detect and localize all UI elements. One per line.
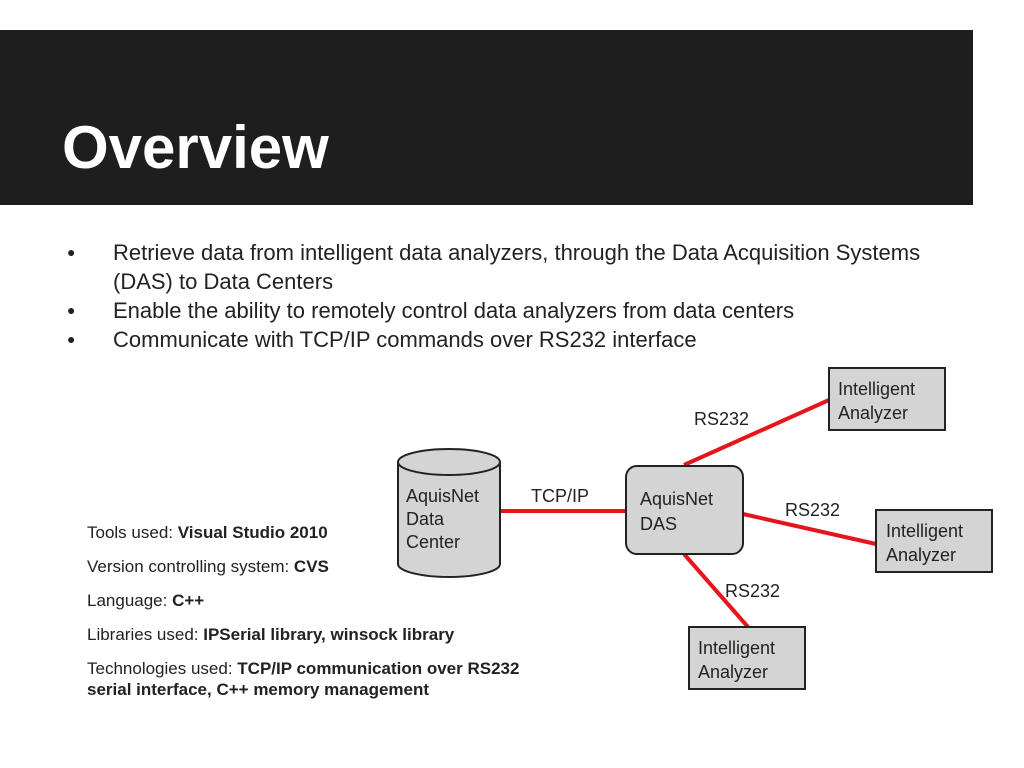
analyzer-top-label-1: Intelligent [838,379,915,399]
link-rs232-top [683,398,830,467]
analyzer-bottom-label-2: Analyzer [698,662,768,682]
data-center-label-2: Data [406,509,445,529]
cylinder-top [397,448,501,476]
analyzer-bottom-box [688,626,806,690]
version-control-label: Version controlling system: [87,557,294,576]
link-rs232-right [742,512,877,546]
data-center-label-1: AquisNet [406,486,479,506]
page-title: Overview [62,114,329,181]
link-label-rs232-top: RS232 [694,409,749,429]
version-control-line: Version controlling system: CVS [87,556,547,577]
analyzer-right-label-2: Analyzer [886,545,956,565]
analyzer-right-node: Intelligent Analyzer [875,509,993,573]
tools-value: Visual Studio 2010 [177,523,328,542]
analyzer-top-node: Intelligent Analyzer [828,367,946,431]
libraries-value: IPSerial library, winsock library [203,625,455,644]
bullet-text: Enable the ability to remotely control d… [113,298,795,323]
language-label: Language: [87,591,173,610]
data-center-label-3: Center [406,532,460,552]
bullet-item: ● Communicate with TCP/IP commands over R… [55,325,955,354]
analyzer-top-label-2: Analyzer [838,403,908,423]
technologies-label: Technologies used: [87,659,238,678]
tools-line: Tools used: Visual Studio 2010 [87,522,547,543]
bullet-dot-icon: ● [67,302,76,318]
title-band [0,30,973,205]
analyzer-right-label-1: Intelligent [886,521,963,541]
language-value: C++ [172,591,205,610]
analyzer-top-box [828,367,946,431]
data-center-database-icon: AquisNet Data Center [397,448,501,578]
libraries-line: Libraries used: IPSerial library, winsoc… [87,624,547,645]
bullet-text: Communicate with TCP/IP commands over RS… [113,327,697,352]
cylinder-body [397,462,501,578]
technologies-value: TCP/IP communication over RS232 serial i… [87,659,520,699]
link-label-rs232-bottom: RS232 [725,581,780,601]
das-box [625,465,744,555]
link-rs232-bottom [682,552,750,629]
link-label-rs232-right: RS232 [785,500,840,520]
language-line: Language: C++ [87,590,547,611]
analyzer-bottom-node: Intelligent Analyzer [688,626,806,690]
libraries-label: Libraries used: [87,625,204,644]
bullet-item: ● Retrieve data from intelligent data ana… [55,238,955,296]
bullet-dot-icon: ● [67,331,76,347]
das-node: AquisNet DAS [625,465,744,555]
analyzer-right-box [875,509,993,573]
tools-section: Tools used: Visual Studio 2010 Version c… [87,522,547,713]
links [500,398,877,629]
bullet-list: ● Retrieve data from intelligent data ana… [55,238,955,354]
bullet-text: Retrieve data from intelligent data anal… [113,240,921,294]
das-label-1: AquisNet [640,489,713,509]
version-control-value: CVS [293,557,329,576]
technologies-line: Technologies used: TCP/IP communication … [87,658,547,700]
tools-label: Tools used: [87,523,178,542]
bullet-dot-icon: ● [67,244,76,260]
link-label-tcpip: TCP/IP [531,486,589,506]
bullet-item: ● Enable the ability to remotely control … [55,296,955,325]
analyzer-bottom-label-1: Intelligent [698,638,775,658]
das-label-2: DAS [640,514,677,534]
